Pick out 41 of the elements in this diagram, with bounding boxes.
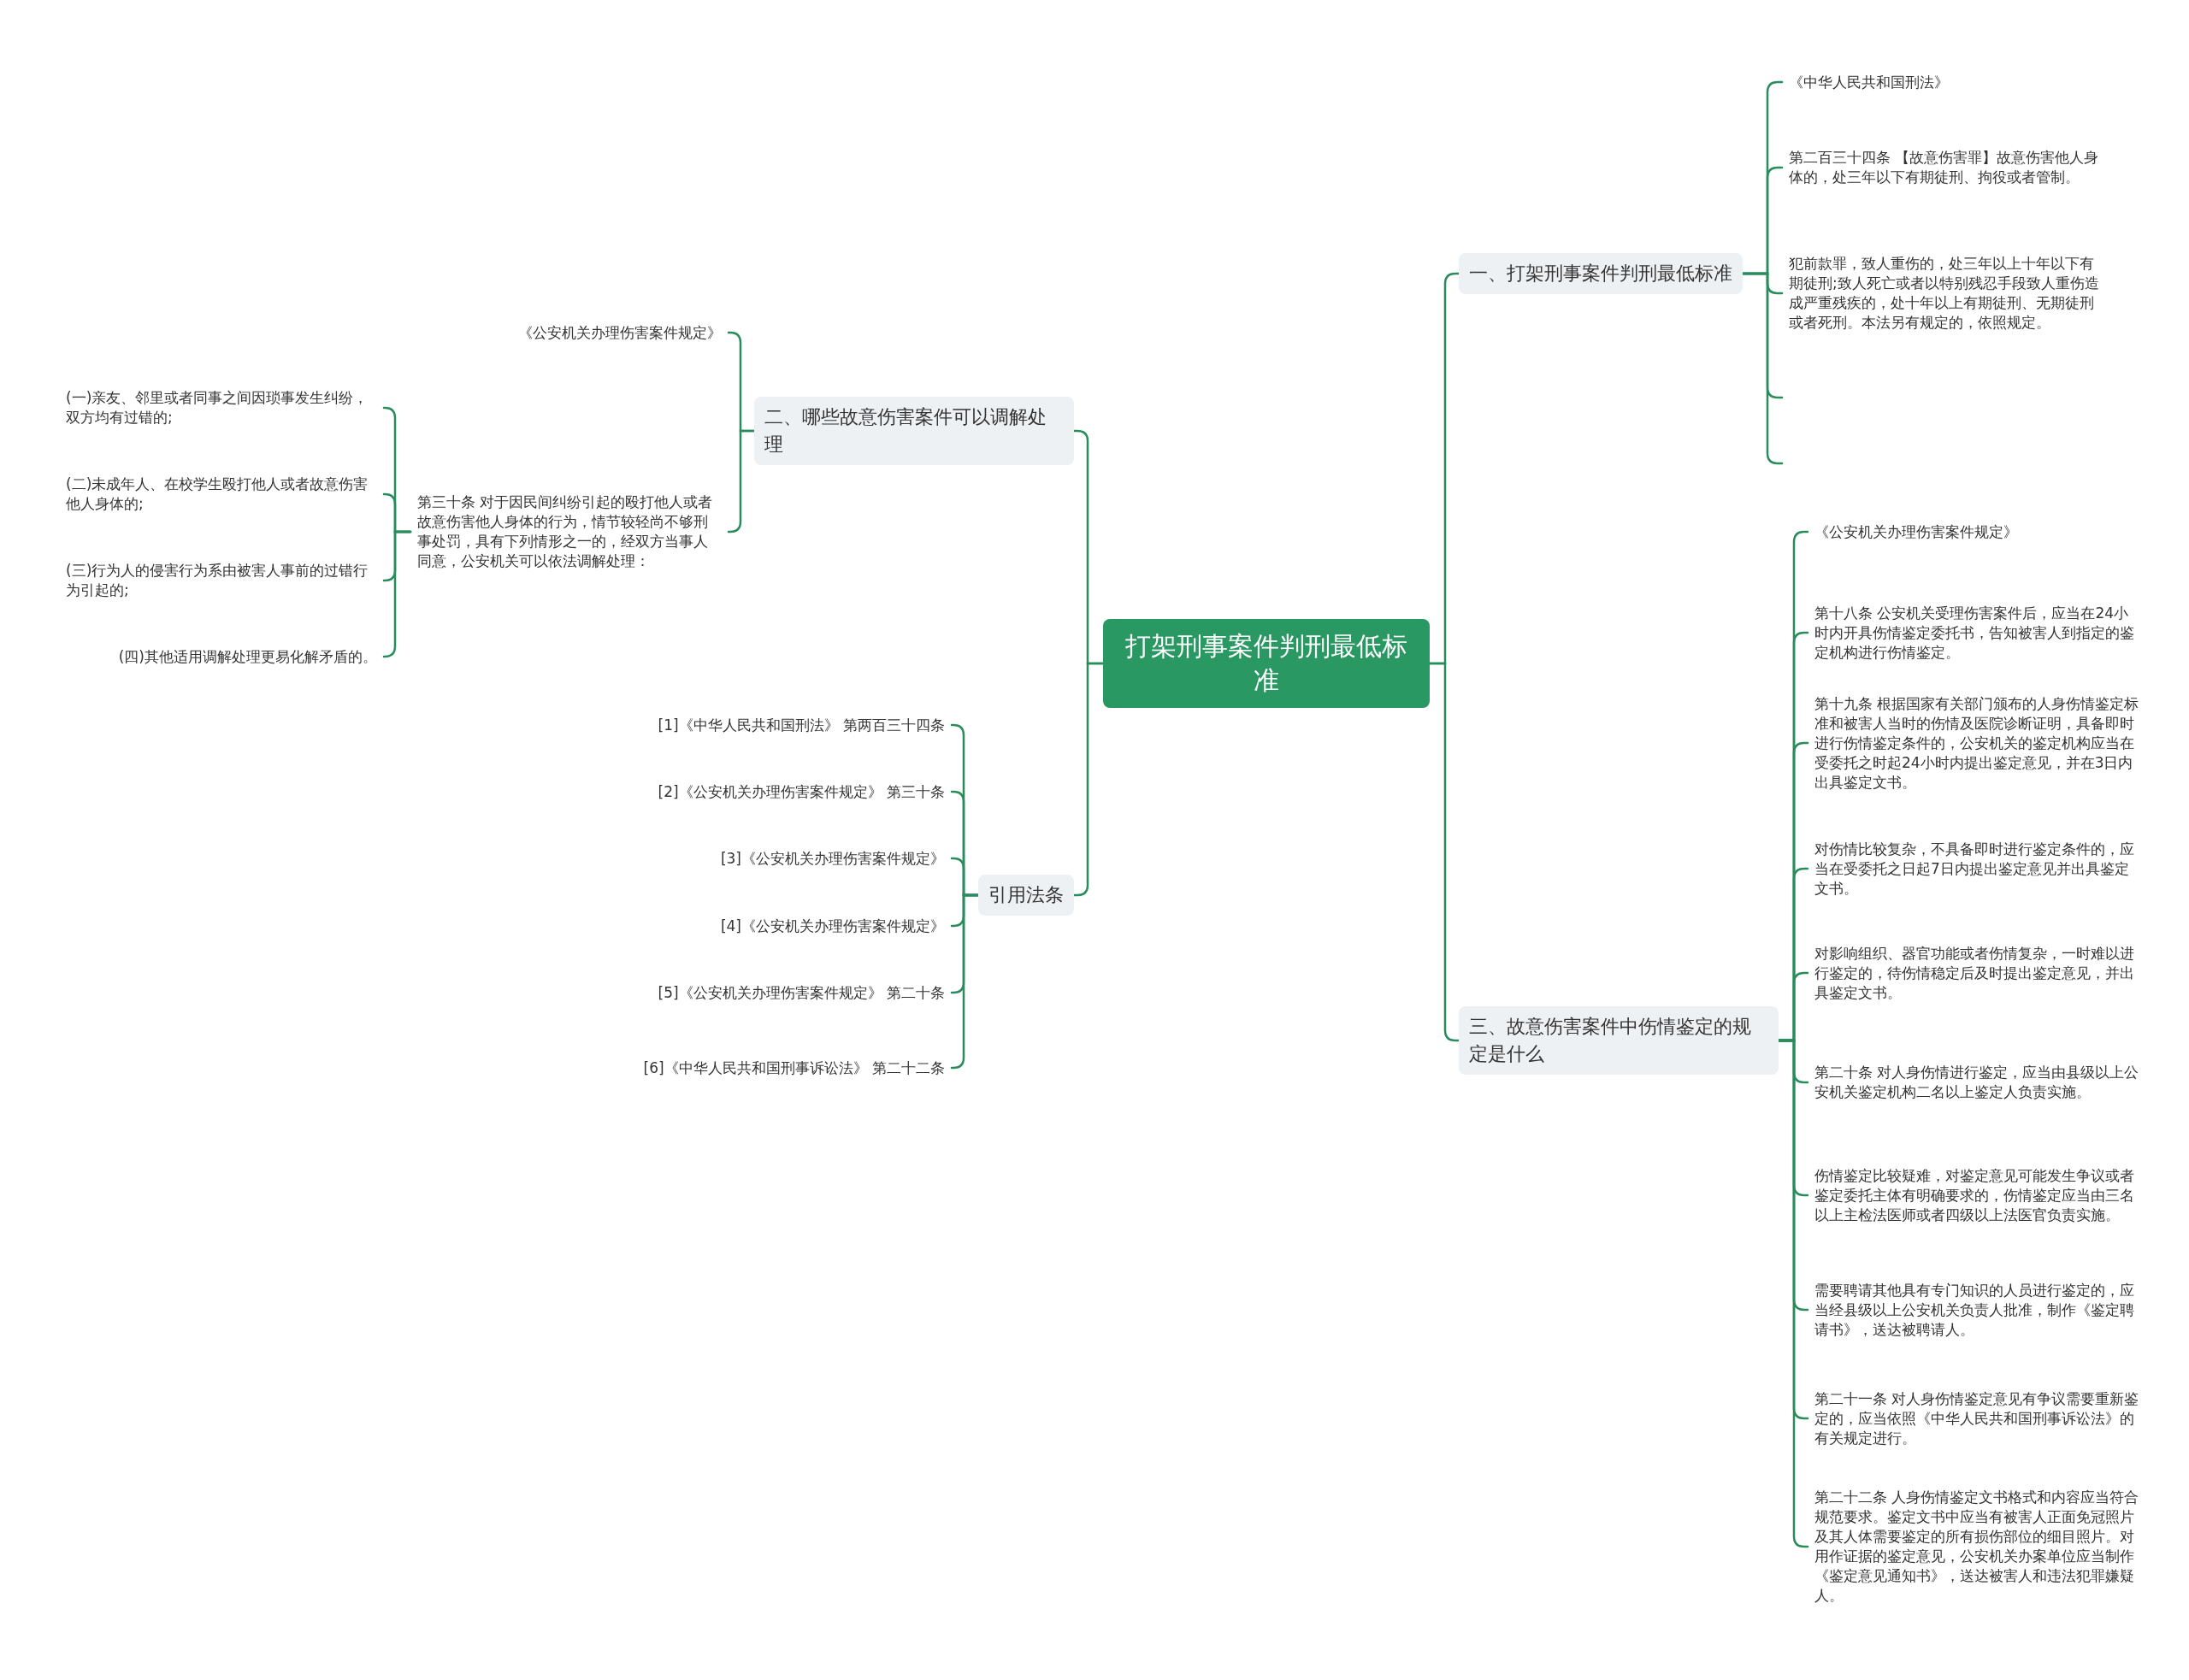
topic-box <box>1459 1006 1779 1075</box>
note-text: 第二十条 对人身伤情进行鉴定，应当由县级以上公安机关鉴定机构二名以上鉴定人负责实施。 <box>1814 1063 2140 1102</box>
note-text: 《中华人民共和国刑法》 <box>1789 72 1949 92</box>
topic-box <box>1459 253 1743 294</box>
connector-line <box>1072 662 1105 897</box>
note-text: (四)其他适用调解处理更易化解矛盾的。 <box>118 646 377 667</box>
connector-line <box>950 893 980 1070</box>
note-text: 第十九条 根据国家有关部门颁布的人身伤情鉴定标准和被害人当时的伤情及医院诊断证明，具备即时进行伤情鉴定条件的，公安机关的鉴定机构应当在受委托之时起24小时内提出鉴定意见，并在3日内出具鉴定文书。 <box>1814 693 2140 793</box>
note-text: (二)未成年人、在校学生殴打他人或者故意伤害他人身体的; <box>66 475 369 514</box>
note-text: 第二十一条 对人身伤情鉴定意见有争议需要重新鉴定的，应当依照《中华人民共和国刑事诉讼法》的有关规定进行。 <box>1814 1388 2140 1448</box>
topic-title: 三、故意伤害案件中伤情鉴定的规定是什么 <box>1469 1015 1752 1066</box>
note-text: 《公安机关办理伤害案件规定》 <box>518 322 722 343</box>
topic-title: 引用法条 <box>988 883 1064 907</box>
central-topic-title: 打架刑事案件判刑最低标准 <box>1124 630 1408 697</box>
note-text: [6]《中华人民共和国刑事诉讼法》 第二十二条 <box>643 1058 945 1078</box>
note-text: 对影响组织、器官功能或者伤情复杂，一时难以进行鉴定的，待伤情稳定后及时提出鉴定意见，并出具鉴定文书。 <box>1814 943 2135 1003</box>
connector-line <box>1741 272 1784 465</box>
note-text: 犯前款罪，致人重伤的，处三年以上十年以下有期徒刑;致人死亡或者以特别残忍手段致人重伤造成严重残疾的，处十年以上有期徒刑、无期徒刑或者死刑。本法另有规定的，依照规定。 <box>1789 254 2100 333</box>
topic-title: 一、打架刑事案件判刑最低标准 <box>1469 262 1732 286</box>
note-text: 第三十条 对于因民间纠纷引起的殴打他人或者故意伤害他人身体的行为，情节较轻尚不够刑事处罚，具有下列情形之一的，经双方当事人同意，公安机关可以依法调解处理： <box>417 492 714 571</box>
connector-line <box>382 530 412 658</box>
note-text: 《公安机关办理伤害案件规定》 <box>1814 522 2018 542</box>
note-text: 伤情鉴定比较疑难，对鉴定意见可能发生争议或者鉴定委托主体有明确要求的，伤情鉴定应当由三名以上主检法医师或者四级以上法医官负责实施。 <box>1814 1165 2135 1225</box>
note-text: 需要聘请其他具有专门知识的人员进行鉴定的，应当经县级以上公安机关负责人批准，制作《鉴定聘请书》，送达被聘请人。 <box>1814 1280 2135 1340</box>
note-text: (三)行为人的侵害行为系由被害人事前的过错行为引起的; <box>66 561 369 600</box>
connector-line <box>1428 662 1460 1042</box>
topic-box <box>754 397 1074 465</box>
connector-line <box>727 429 756 533</box>
note-text: [2]《公安机关办理伤害案件规定》 第三十条 <box>658 781 945 802</box>
note-text: 第二十二条 人身伤情鉴定文书格式和内容应当符合规范要求。鉴定文书中应当有被害人正面免冠照片及其人体需要鉴定的所有损伤部位的细目照片。对用作证据的鉴定意见，公安机关办案单位应当制作《鉴定意见通知书》，送达被害人和违法犯罪嫌疑人。 <box>1814 1488 2140 1606</box>
note-text: 对伤情比较复杂，不具备即时进行鉴定条件的，应当在受委托之日起7日内提出鉴定意见并出具鉴定文书。 <box>1814 839 2135 899</box>
note-text: (一)亲友、邻里或者同事之间因琐事发生纠纷，双方均有过错的; <box>66 388 369 427</box>
note-text: [4]《公安机关办理伤害案件规定》 <box>720 916 945 936</box>
note-text: [1]《中华人民共和国刑法》 第两百三十四条 <box>658 715 945 735</box>
note-text: 第二百三十四条 【故意伤害罪】故意伤害他人身体的，处三年以下有期徒刑、拘役或者管制。 <box>1789 148 2100 187</box>
topic-box <box>978 875 1074 916</box>
topic-title: 二、哪些故意伤害案件可以调解处理 <box>764 405 1047 457</box>
note-text: 第十八条 公安机关受理伤害案件后，应当在24小时内开具伤情鉴定委托书，告知被害人到指定的鉴定机构进行伤情鉴定。 <box>1814 603 2135 663</box>
note-text: [3]《公安机关办理伤害案件规定》 <box>720 848 945 869</box>
central-topic-box <box>1103 619 1430 708</box>
note-text: [5]《公安机关办理伤害案件规定》 第二十条 <box>658 982 945 1003</box>
